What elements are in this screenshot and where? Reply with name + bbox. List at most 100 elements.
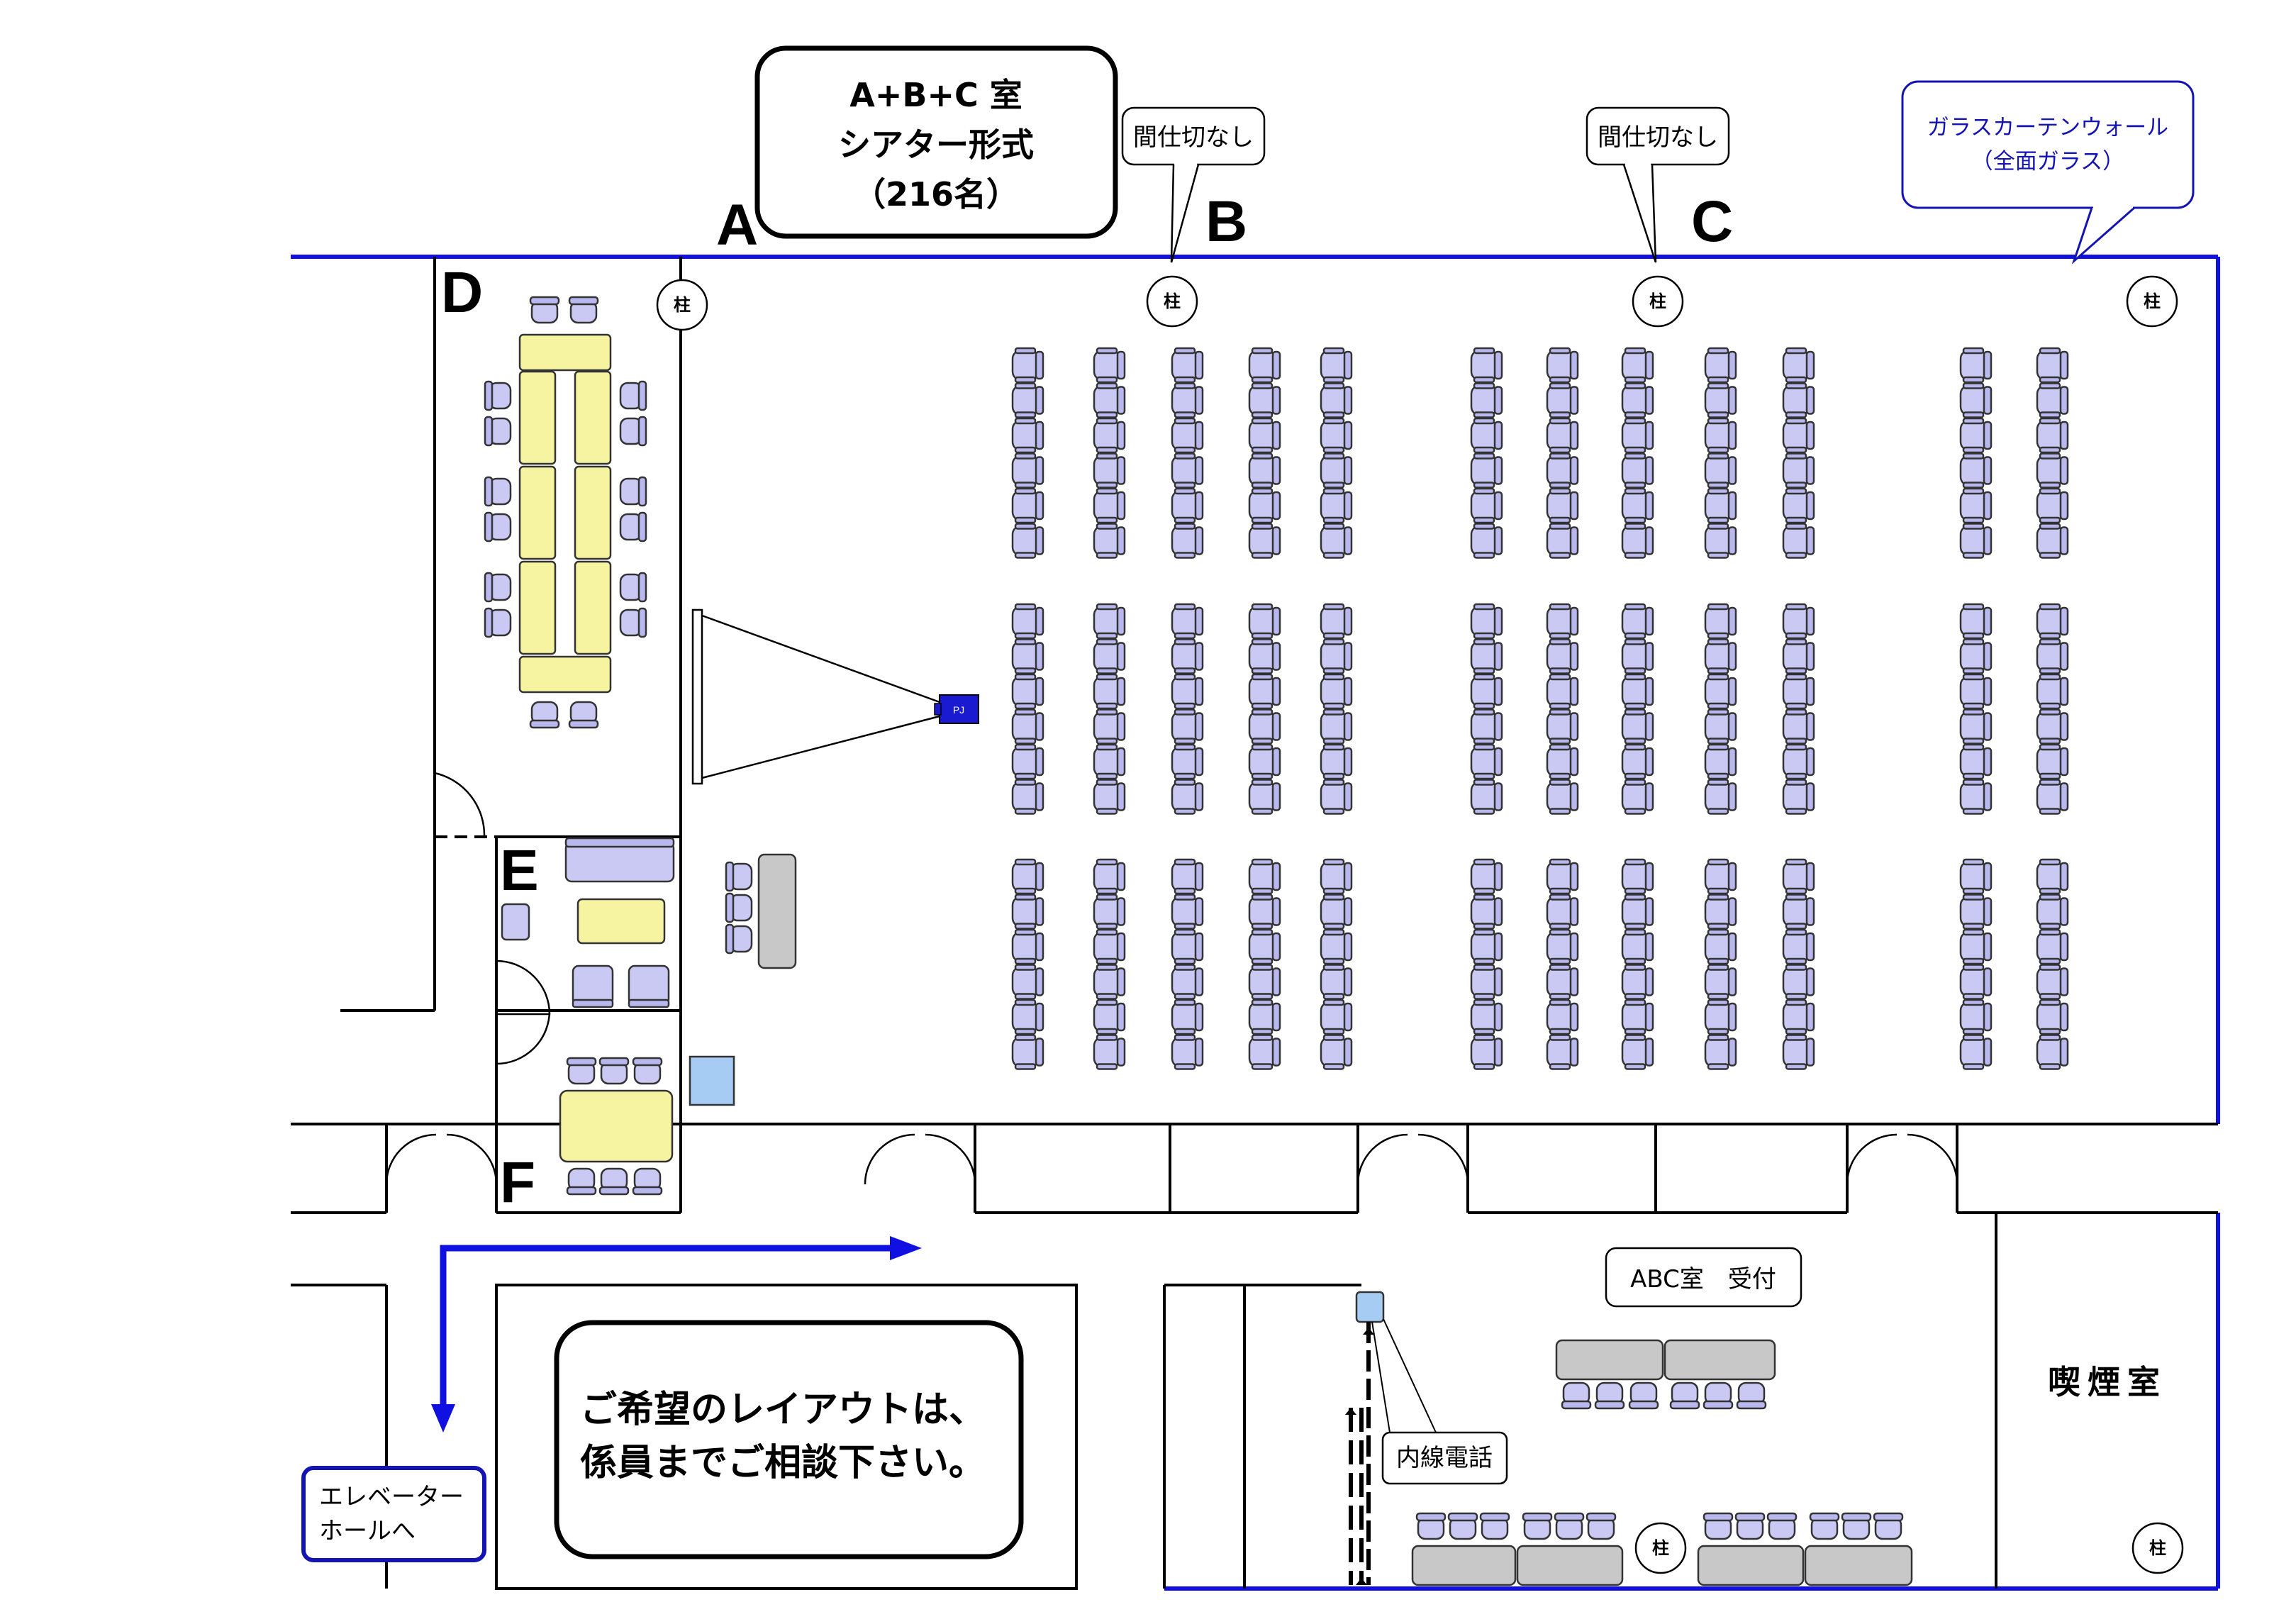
theater-chair	[1248, 858, 1281, 895]
theater-chair	[2036, 638, 2069, 674]
title-line2: シアター形式	[838, 126, 1034, 164]
theater-chair	[1011, 417, 1044, 454]
theater-chair	[1621, 779, 1654, 815]
theater-chair	[2036, 743, 2069, 780]
chair	[1586, 1512, 1617, 1540]
chair	[725, 861, 753, 892]
projector-label: PJ	[953, 704, 964, 716]
extension-phone: 内線電話	[1345, 1291, 1508, 1585]
theater-chair	[1959, 638, 1993, 674]
glass-wall-line2: （全面ガラス）	[1971, 149, 2124, 174]
theater-chair	[1470, 708, 1503, 745]
room-d-furniture	[484, 296, 647, 729]
theater-chair	[1248, 1034, 1281, 1070]
theater-chair	[1093, 523, 1126, 559]
chair	[484, 476, 512, 507]
theater-chair	[1320, 417, 1353, 454]
theater-chair	[1782, 743, 1815, 780]
theater-chair	[1171, 858, 1204, 895]
theater-chair	[1171, 382, 1204, 418]
theater-chair	[1320, 999, 1353, 1035]
theater-chair	[1546, 999, 1579, 1035]
theater-chair	[1959, 347, 1993, 384]
chair	[1841, 1512, 1872, 1540]
chair	[619, 416, 647, 447]
theater-chair	[1704, 603, 1737, 640]
theater-chair	[1093, 928, 1126, 965]
theater-chair	[1011, 708, 1044, 745]
theater-chair	[1704, 779, 1737, 815]
column-label: 柱	[1649, 291, 1666, 311]
theater-chair	[1470, 743, 1503, 780]
theater-chair	[1320, 452, 1353, 489]
chair	[1628, 1381, 1659, 1410]
theater-chair	[1248, 382, 1281, 418]
title-box: A+B+C 室 シアター形式 （216名）	[754, 45, 1118, 239]
theater-chair	[1011, 894, 1044, 930]
theater-chair	[1470, 487, 1503, 524]
theater-chair	[2036, 417, 2069, 454]
theater-chair	[1546, 743, 1579, 780]
theater-chair	[1621, 999, 1654, 1035]
theater-chair	[1320, 638, 1353, 674]
theater-chair	[1704, 673, 1737, 710]
theater-chair	[1470, 999, 1503, 1035]
theater-chair	[1320, 603, 1353, 640]
theater-chair	[1782, 928, 1815, 965]
theater-chair	[1171, 638, 1204, 674]
theater-chair	[2036, 964, 2069, 1000]
theater-chair	[1621, 894, 1654, 930]
chair	[1447, 1512, 1478, 1540]
theater-chair	[1248, 708, 1281, 745]
chair	[1522, 1512, 1553, 1540]
theater-chair	[1959, 964, 1993, 1000]
theater-chair	[1782, 417, 1815, 454]
theater-chair	[1546, 894, 1579, 930]
theater-chair	[1546, 452, 1579, 489]
theater-chair	[1171, 487, 1204, 524]
theater-chair	[1171, 417, 1204, 454]
chair	[529, 701, 560, 729]
theater-chair	[1093, 743, 1126, 780]
room-letter-a: A	[716, 193, 758, 257]
theater-chair	[1248, 452, 1281, 489]
glass-wall-line1: ガラスカーテンウォール	[1927, 115, 2168, 140]
theater-chair	[1782, 779, 1815, 815]
theater-chair	[1546, 708, 1579, 745]
theater-chair	[1546, 928, 1579, 965]
theater-chair	[1011, 347, 1044, 384]
theater-chair	[1704, 452, 1737, 489]
theater-chair	[1248, 928, 1281, 965]
theater-chair	[1782, 487, 1815, 524]
theater-chair	[1782, 638, 1815, 674]
callout-elevator: エレベーター ホールへ	[301, 1466, 486, 1562]
room-e-furniture	[501, 837, 675, 1008]
chair	[725, 892, 753, 923]
theater-chair	[1621, 487, 1654, 524]
theater-chair	[1093, 964, 1126, 1000]
theater-chair	[1011, 523, 1044, 559]
theater-chair	[1093, 779, 1126, 815]
theater-chair	[1959, 487, 1993, 524]
theater-chair	[1470, 638, 1503, 674]
chair	[619, 607, 647, 638]
theater-chair	[1248, 347, 1281, 384]
theater-chair	[1470, 964, 1503, 1000]
theater-chair	[1782, 523, 1815, 559]
theater-chair	[1782, 382, 1815, 418]
theater-chair	[1546, 487, 1579, 524]
theater-chair	[1248, 999, 1281, 1035]
theater-chair	[1959, 708, 1993, 745]
theater-chair	[1704, 858, 1737, 895]
theater-chair	[1470, 1034, 1503, 1070]
theater-chair	[1546, 638, 1579, 674]
theater-chair	[1011, 673, 1044, 710]
room-letter-f: F	[500, 1150, 535, 1215]
reception-label: ABC室 受付	[1630, 1265, 1776, 1294]
note-line2: 係員までご相談下さい。	[580, 1442, 986, 1484]
theater-chair	[2036, 347, 2069, 384]
title-line3: （216名）	[853, 175, 1019, 213]
theater-chair	[1011, 743, 1044, 780]
theater-chair	[1621, 708, 1654, 745]
theater-chair	[1959, 894, 1993, 930]
